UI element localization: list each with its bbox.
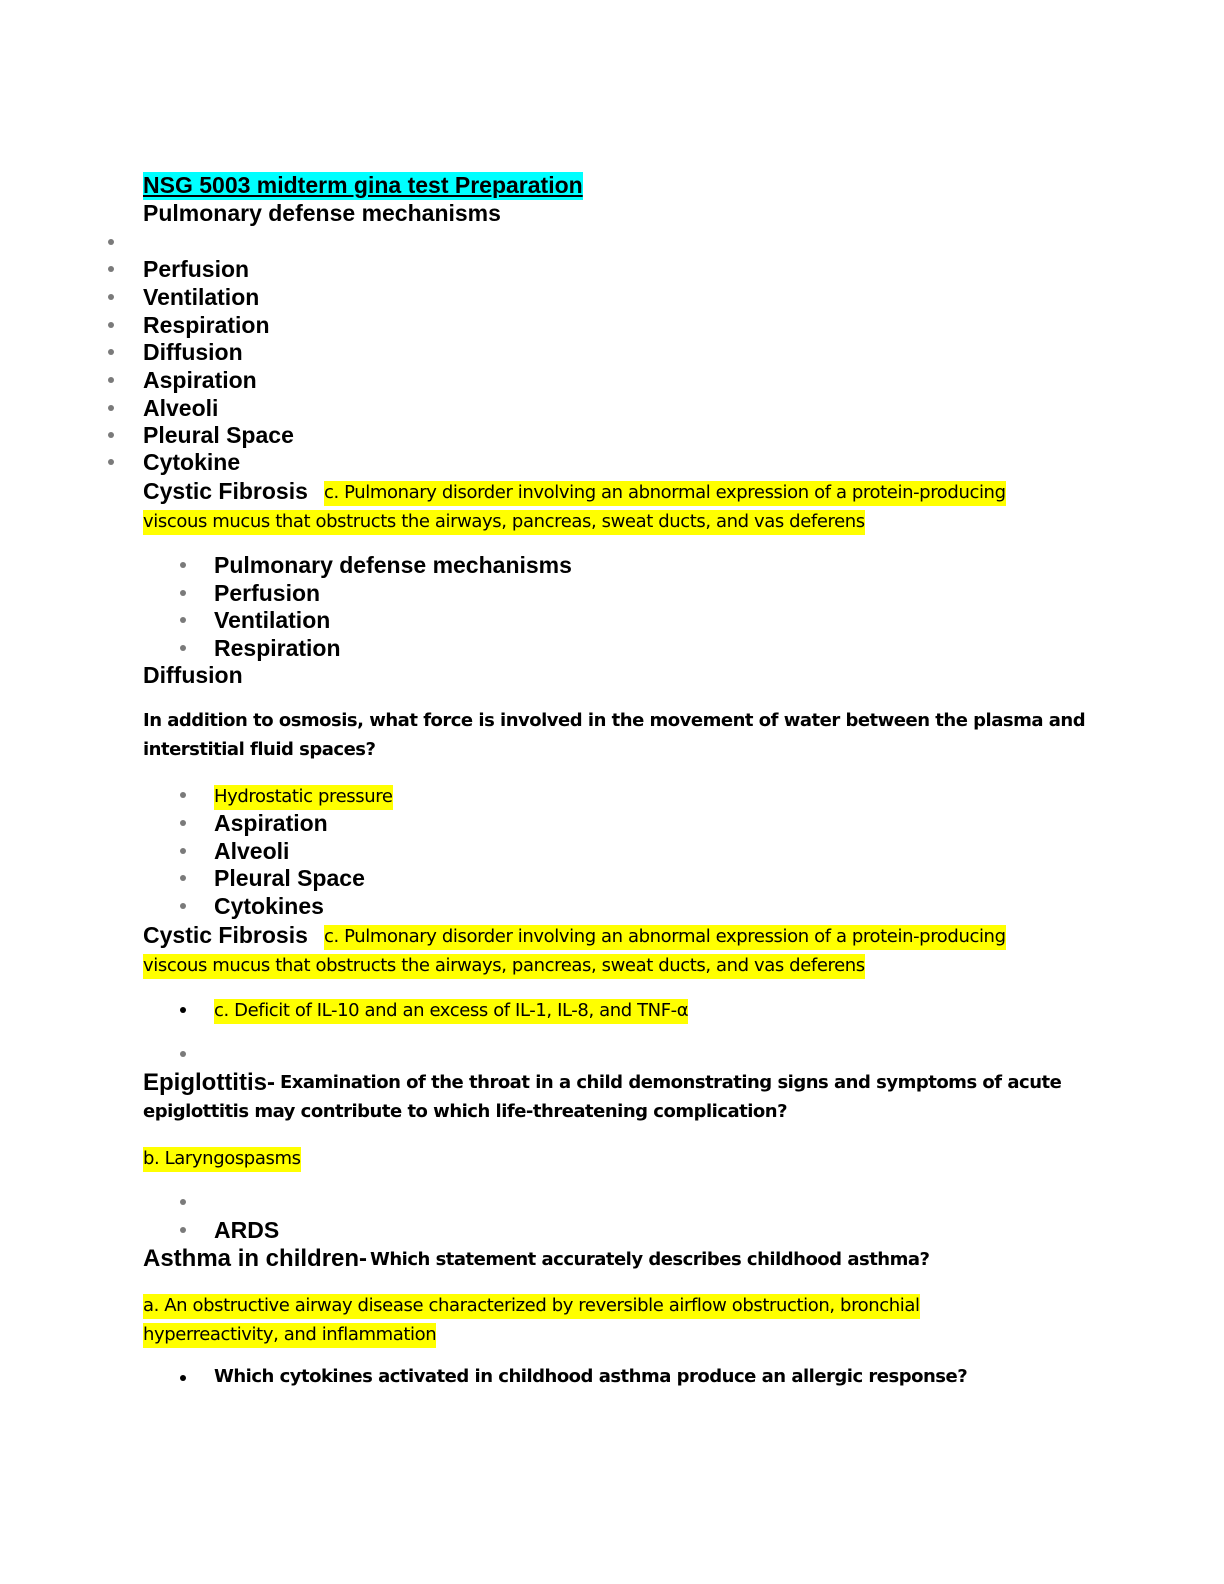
- bullet-icon: [180, 848, 186, 854]
- epiglottitis-question-cont: epiglottitis may contribute to which lif…: [143, 1101, 788, 1122]
- list-item: Respiration: [143, 312, 270, 338]
- section-heading: Pulmonary defense mechanisms: [143, 200, 501, 226]
- bullet-icon: [108, 322, 114, 328]
- bullet-icon: [180, 645, 186, 651]
- bullet-icon: [180, 903, 186, 909]
- list-item: Pulmonary defense mechanisms: [214, 552, 572, 578]
- bullet-icon: [108, 349, 114, 355]
- list-item: Ventilation: [143, 284, 260, 310]
- bullet-icon: [108, 239, 114, 245]
- bullet-icon: [108, 405, 114, 411]
- list-item: Perfusion: [143, 256, 250, 282]
- list-item: Cytokines: [214, 893, 324, 919]
- asthma-question: Which statement accurately describes chi…: [370, 1249, 930, 1270]
- bullet-icon: [180, 1051, 186, 1057]
- bullet-icon: [180, 1375, 186, 1381]
- bullet-icon: [108, 459, 114, 465]
- cytokine-answer: c. Deficit of IL-10 and an excess of IL-…: [214, 999, 689, 1024]
- list-item: Cytokine: [143, 449, 241, 475]
- bullet-icon: [180, 617, 186, 623]
- list-item: Pleural Space: [214, 865, 365, 891]
- list-item: Ventilation: [214, 607, 331, 633]
- document-title: NSG 5003 midterm gina test Preparation: [143, 172, 583, 200]
- bullet-icon: [180, 875, 186, 881]
- bullet-icon: [108, 294, 114, 300]
- list-item: Aspiration: [143, 367, 257, 393]
- bullet-icon: [108, 432, 114, 438]
- bullet-icon: [180, 1007, 186, 1013]
- epiglottitis-question: Examination of the throat in a child dem…: [280, 1072, 1062, 1093]
- question-text-cont: interstitial fluid spaces?: [143, 739, 376, 760]
- cystic-fibrosis-label: Cystic Fibrosis: [143, 922, 308, 948]
- bullet-icon: [180, 820, 186, 826]
- cystic-fibrosis-answer: c. Pulmonary disorder involving an abnor…: [324, 925, 1006, 950]
- asthma-question-2: Which cytokines activated in childhood a…: [214, 1366, 968, 1387]
- cystic-fibrosis-answer: c. Pulmonary disorder involving an abnor…: [324, 481, 1006, 506]
- asthma-answer-cont: hyperreactivity, and inflammation: [143, 1323, 437, 1348]
- bullet-icon: [180, 792, 186, 798]
- list-item: Respiration: [214, 635, 341, 661]
- bullet-icon: [180, 1199, 186, 1205]
- question-text: In addition to osmosis, what force is in…: [143, 710, 1086, 731]
- list-item: Alveoli: [214, 838, 290, 864]
- asthma-label: Asthma in children-: [143, 1245, 368, 1272]
- list-item: Pleural Space: [143, 422, 294, 448]
- epiglottitis-label: Epiglottitis-: [143, 1069, 275, 1096]
- list-item: Aspiration: [214, 810, 328, 836]
- cystic-fibrosis-answer-cont: viscous mucus that obstructs the airways…: [143, 510, 865, 535]
- ards-label: ARDS: [214, 1217, 280, 1243]
- bullet-icon: [108, 377, 114, 383]
- bullet-icon: [108, 266, 114, 272]
- diffusion-heading: Diffusion: [143, 662, 243, 688]
- list-item: Diffusion: [143, 339, 243, 365]
- list-item: Alveoli: [143, 395, 219, 421]
- cystic-fibrosis-label: Cystic Fibrosis: [143, 478, 308, 504]
- bullet-icon: [180, 590, 186, 596]
- list-item: Perfusion: [214, 580, 321, 606]
- bullet-icon: [180, 562, 186, 568]
- cystic-fibrosis-answer-cont: viscous mucus that obstructs the airways…: [143, 954, 865, 979]
- asthma-answer: a. An obstructive airway disease charact…: [143, 1294, 920, 1319]
- epiglottitis-answer: b. Laryngospasms: [143, 1147, 301, 1172]
- bullet-icon: [180, 1227, 186, 1233]
- answer-text: Hydrostatic pressure: [214, 785, 393, 810]
